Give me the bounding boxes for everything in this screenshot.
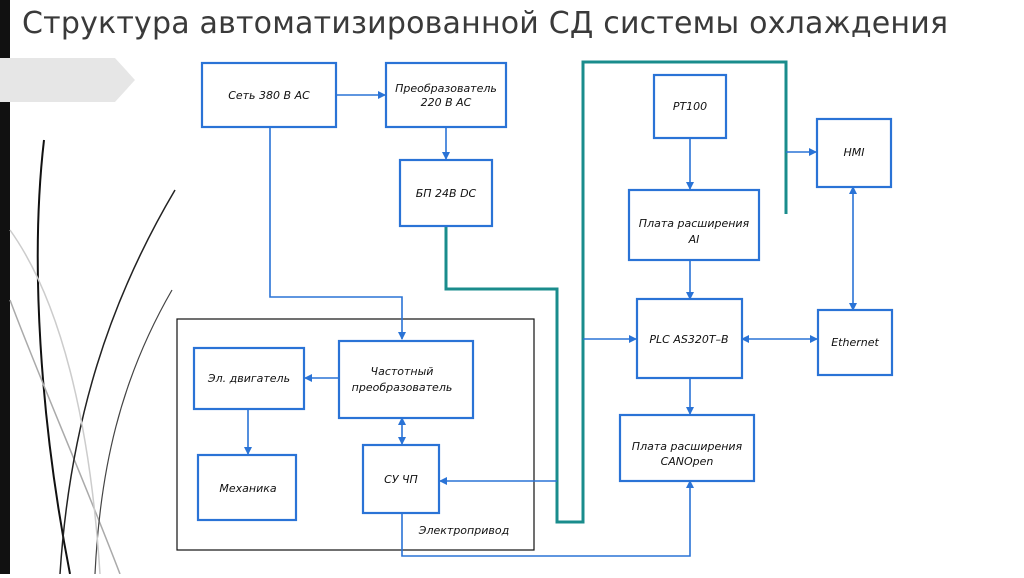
plc-label: PLC AS320T–B bbox=[649, 333, 728, 346]
converter-220-label-1: Преобразователь bbox=[395, 82, 497, 95]
motor-label: Эл. двигатель bbox=[207, 372, 290, 385]
frequency-converter-box bbox=[337, 339, 475, 420]
ai-expansion-box bbox=[627, 188, 761, 262]
pt100-box bbox=[652, 73, 728, 140]
canopen-expansion-label-2: CANOpen bbox=[661, 455, 714, 468]
plc-box bbox=[635, 297, 744, 380]
hmi-box bbox=[815, 117, 893, 189]
structure-diagram: Сеть 380 В АС Преобразователь 220 В АС Б… bbox=[176, 60, 894, 557]
diagram-canvas: Сеть 380 В АС Преобразователь 220 В АС Б… bbox=[176, 54, 903, 574]
psu-24v-box bbox=[398, 158, 494, 228]
slide-tab-arrow bbox=[0, 58, 135, 102]
decorative-curves bbox=[9, 139, 176, 574]
psu-24v-label: БП 24В DC bbox=[416, 187, 477, 200]
ai-expansion-label-2: AI bbox=[688, 233, 700, 246]
electric-drive-group-frame bbox=[176, 318, 535, 551]
pt100-label: PT100 bbox=[673, 100, 707, 113]
ai-expansion-label-1: Плата расширения bbox=[639, 217, 750, 230]
ethernet-label: Ethernet bbox=[831, 336, 879, 349]
frequency-converter-label-2: преобразователь bbox=[352, 381, 453, 394]
vfd-control-box bbox=[361, 443, 441, 515]
canopen-expansion-box bbox=[618, 413, 756, 483]
converter-220-box bbox=[384, 61, 508, 129]
slide-title: Структура автоматизированной СД системы … bbox=[22, 6, 949, 41]
motor-box bbox=[192, 346, 306, 411]
hmi-label: HMI bbox=[843, 146, 864, 159]
mechanics-label: Механика bbox=[219, 482, 276, 495]
frequency-converter-label-1: Частотный bbox=[371, 365, 434, 378]
power-bus-lines bbox=[444, 60, 788, 524]
vfd-control-label: СУ ЧП bbox=[384, 473, 418, 486]
electric-drive-group-label: Электропривод bbox=[418, 524, 509, 537]
ethernet-box bbox=[816, 308, 894, 377]
signal-lines bbox=[244, 91, 857, 557]
net-380-label: Сеть 380 В АС bbox=[228, 89, 310, 102]
converter-220-label-2: 220 В АС bbox=[421, 96, 472, 109]
canopen-expansion-label-1: Плата расширения bbox=[632, 440, 743, 453]
mechanics-box bbox=[196, 453, 298, 522]
net-380-box bbox=[200, 61, 338, 129]
left-accent-bar bbox=[0, 0, 10, 574]
